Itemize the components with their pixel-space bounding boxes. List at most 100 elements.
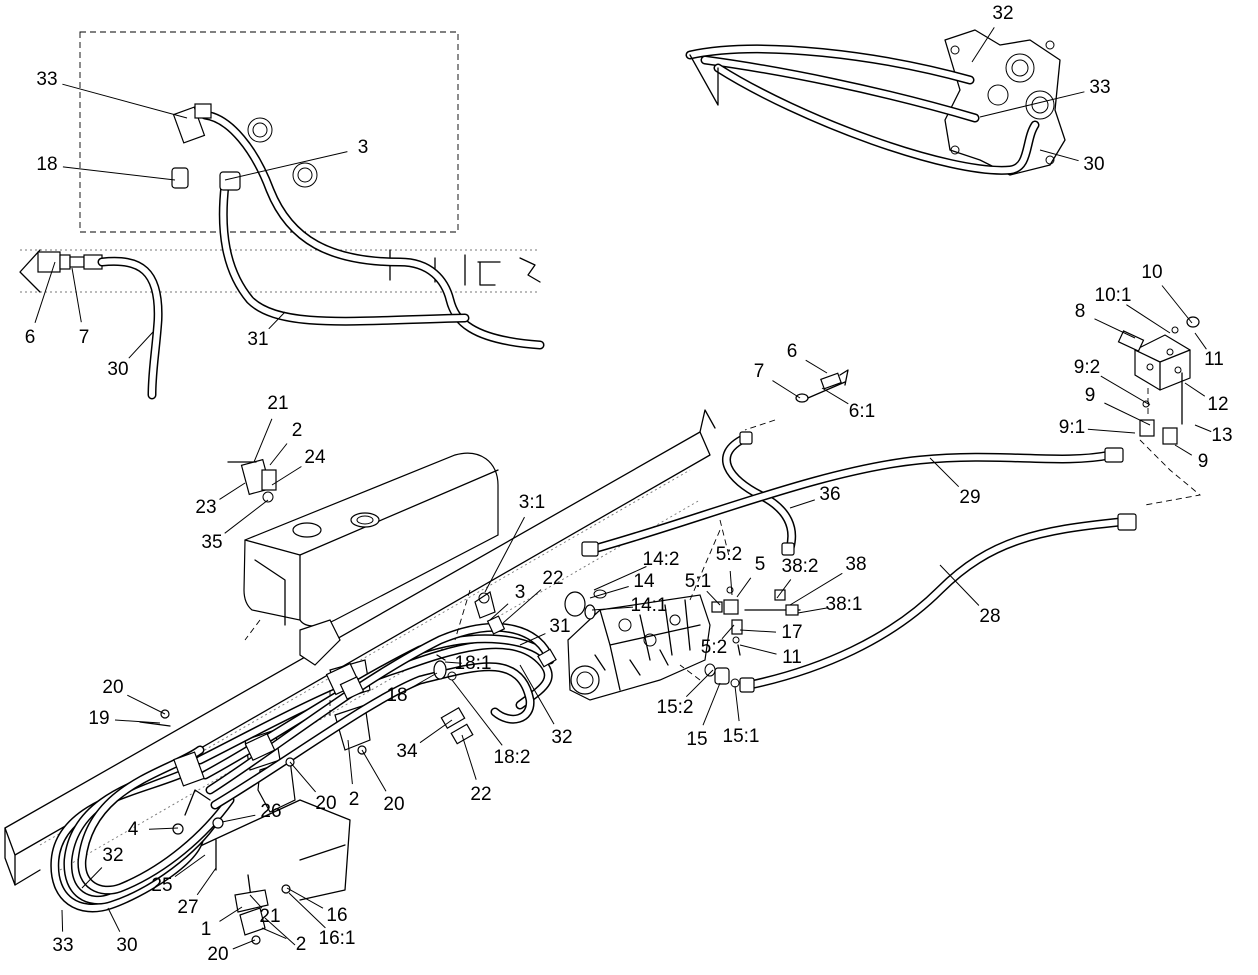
callout-label: 35 xyxy=(201,532,222,553)
callout-label: 3 xyxy=(358,137,369,158)
leader-line xyxy=(805,359,828,374)
leader-line xyxy=(224,499,269,534)
callout-label: 38 xyxy=(845,554,866,575)
leader-line xyxy=(519,633,546,646)
leader-line xyxy=(789,499,815,509)
inset-tank-detail xyxy=(19,31,545,400)
callout-label: 11 xyxy=(782,647,802,668)
leader-line xyxy=(148,827,179,830)
leader-line xyxy=(196,867,217,896)
callout-label: 18:1 xyxy=(455,653,492,674)
leader-line xyxy=(1194,424,1212,433)
leader-line xyxy=(776,579,792,599)
callout-label: 18 xyxy=(386,685,407,706)
leader-line xyxy=(461,734,477,780)
callout-label: 11 xyxy=(1204,349,1224,370)
leader-line xyxy=(939,564,980,606)
leader-line xyxy=(593,566,647,591)
leader-line xyxy=(264,917,296,946)
leader-line xyxy=(589,586,629,599)
callout-label: 22 xyxy=(542,568,563,589)
hydraulic-pump xyxy=(567,594,711,701)
callout-label: 38:2 xyxy=(782,556,819,577)
leader-line xyxy=(34,261,56,323)
leader-line xyxy=(62,166,176,181)
leader-line xyxy=(361,749,387,792)
leader-line xyxy=(221,814,256,823)
callout-label: 12 xyxy=(1207,394,1228,415)
leader-line xyxy=(685,669,714,698)
callout-leader-lines xyxy=(34,27,1212,950)
callout-label: 29 xyxy=(959,487,980,508)
leader-line xyxy=(268,311,286,330)
leader-line xyxy=(127,694,166,715)
leader-line xyxy=(62,83,188,119)
callout-label: 14:2 xyxy=(643,549,680,570)
callout-label: 31 xyxy=(247,329,268,350)
callout-label: 16 xyxy=(326,905,347,926)
callout-label: 34 xyxy=(396,741,418,762)
leader-line xyxy=(249,894,263,909)
leader-line xyxy=(971,27,995,63)
callout-label: 4 xyxy=(128,819,139,840)
leader-line xyxy=(739,644,777,655)
leader-line xyxy=(289,761,316,793)
callout-label: 33 xyxy=(36,69,57,90)
leader-line xyxy=(347,739,353,785)
callout-label: 15:2 xyxy=(657,697,694,718)
callout-label: 30 xyxy=(107,359,128,380)
callout-label: 20 xyxy=(207,944,228,965)
leader-line xyxy=(174,854,206,878)
callout-label: 6:1 xyxy=(849,401,875,422)
leader-line xyxy=(721,624,735,640)
leader-line xyxy=(286,887,324,909)
callout-label: 28 xyxy=(979,606,1000,627)
leader-line xyxy=(979,91,1085,118)
callout-label: 7 xyxy=(79,327,90,348)
callout-label: 8 xyxy=(1075,301,1086,322)
callout-label: 20 xyxy=(315,793,336,814)
leader-line xyxy=(1161,285,1193,324)
callout-label: 10 xyxy=(1141,262,1162,283)
valve-block xyxy=(1117,316,1200,445)
callout-label: 19 xyxy=(88,708,109,729)
leader-line xyxy=(61,909,64,932)
leader-line xyxy=(1194,332,1207,350)
leader-line xyxy=(269,443,288,466)
callout-label: 17 xyxy=(781,622,802,643)
callout-label: 9:1 xyxy=(1059,417,1085,438)
callout-label: 20 xyxy=(102,677,123,698)
leader-line xyxy=(789,572,843,606)
callout-label: 13 xyxy=(1211,425,1232,446)
callout-label: 10:1 xyxy=(1095,285,1132,306)
leader-line xyxy=(1100,375,1151,406)
leader-line xyxy=(261,927,287,940)
callout-label: 32 xyxy=(102,845,123,866)
callout-label: 15 xyxy=(686,729,707,750)
callout-label: 9 xyxy=(1085,385,1096,406)
leader-line xyxy=(734,685,740,722)
leader-line xyxy=(489,603,509,621)
leader-line xyxy=(706,590,721,606)
callout-label: 31 xyxy=(549,616,570,637)
callout-label: 30 xyxy=(116,935,137,956)
leader-line xyxy=(1126,304,1171,334)
leader-line xyxy=(107,907,121,932)
callout-label: 9 xyxy=(1198,451,1209,472)
leader-line xyxy=(484,516,525,593)
leader-line xyxy=(702,682,721,726)
leader-line xyxy=(444,661,462,664)
callout-label: 18 xyxy=(36,154,57,175)
leader-line xyxy=(821,387,849,405)
leader-line xyxy=(410,672,438,689)
callout-label: 38:1 xyxy=(826,594,863,615)
leader-line xyxy=(219,906,243,922)
callout-label: 33 xyxy=(1089,77,1110,98)
callout-label: 6 xyxy=(25,327,36,348)
callout-label: 21 xyxy=(259,906,280,927)
leader-line xyxy=(128,331,154,359)
callout-label: 20 xyxy=(383,794,404,815)
callout-label: 26 xyxy=(260,801,281,822)
callout-label: 27 xyxy=(177,897,198,918)
